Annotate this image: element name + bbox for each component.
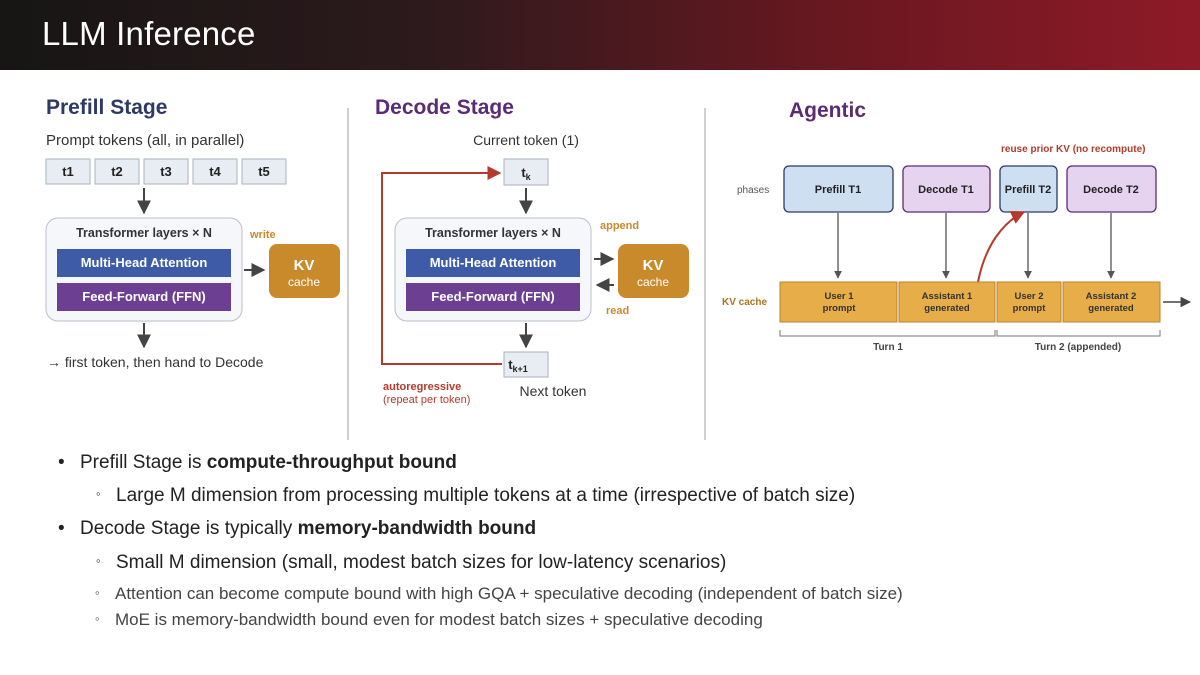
slide-title: LLM Inference (42, 15, 256, 52)
decode-kv-cache (618, 244, 689, 298)
token-label: t2 (111, 164, 123, 179)
autoregressive-label: autoregressive (383, 381, 461, 393)
sub-bullet-dot: ◦ (96, 553, 101, 568)
append-label: append (600, 220, 639, 232)
bullet-dot: • (58, 518, 65, 539)
sub-bullet: ◦ Large M dimension from processing mult… (96, 485, 856, 507)
bullet-text: Prefill Stage is (80, 452, 207, 473)
bullet-decode: • Decode Stage is typically memory-bandw… (58, 518, 537, 540)
decode-heading: Decode Stage (375, 96, 514, 119)
current-token-label: tk (521, 165, 531, 182)
phase-label: Prefill T2 (1005, 184, 1051, 196)
current-token-box (503, 158, 549, 186)
reuse-kv-arrow (977, 211, 1026, 283)
prefill-attention-label: Multi-Head Attention (81, 255, 208, 270)
prefill-attention-layer (57, 249, 231, 277)
token-label: t5 (258, 164, 270, 179)
decode-ffn-layer (406, 283, 580, 311)
bullet-bold: compute-throughput bound (206, 452, 457, 473)
prefill-ffn-label: Feed-Forward (FFN) (82, 289, 206, 304)
token-box (241, 158, 287, 185)
title-bar: LLM Inference (0, 0, 1200, 70)
phase-label: Decode T2 (1083, 184, 1139, 196)
phase-label: Prefill T1 (815, 184, 861, 196)
segment-line1: User 1 (824, 291, 854, 302)
prefill-prompt-label: Prompt tokens (all, in parallel) (46, 132, 244, 149)
bullet-list: • Prefill Stage is compute-throughput bo… (0, 448, 1200, 648)
prefill-kv-title: KV (294, 257, 315, 274)
segment-line2: generated (1088, 303, 1134, 314)
kv-segment-user2 (996, 281, 1062, 323)
prefill-output-label: → first token, then hand to Decode (47, 354, 264, 370)
sub-bullet: ◦ Attention can become compute bound wit… (95, 584, 903, 604)
decode-kv-sub: cache (637, 275, 669, 289)
phase-label: Decode T1 (918, 184, 974, 196)
prefill-heading: Prefill Stage (46, 96, 167, 119)
token-box (192, 158, 238, 185)
autoregressive-loop-arrow (381, 166, 502, 365)
phase-decode-t2 (1066, 165, 1157, 213)
inference-diagram: Prefill Stage Prompt tokens (all, in par… (0, 70, 1200, 450)
token-label: t3 (160, 164, 172, 179)
segment-line2: prompt (823, 303, 857, 314)
decode-transformer-title: Transformer layers × N (425, 226, 561, 240)
prefill-ffn-layer (57, 283, 231, 311)
segment-line1: Assistant 1 (922, 291, 973, 302)
phase-decode-t1 (902, 165, 991, 213)
turn2-label: Turn 2 (appended) (1035, 342, 1121, 353)
turn1-bracket (779, 330, 996, 337)
decode-attention-layer (406, 249, 580, 277)
token-box (45, 158, 91, 185)
prefill-transformer-title: Transformer layers × N (76, 226, 212, 240)
sub-bullet-text: Large M dimension from processing multip… (116, 485, 856, 506)
prefill-kv-sub: cache (288, 275, 320, 289)
decode-ffn-label: Feed-Forward (FFN) (431, 289, 555, 304)
segment-line1: User 2 (1014, 291, 1043, 302)
token-box (143, 158, 189, 185)
agentic-heading: Agentic (789, 99, 866, 122)
next-token-label: tk+1 (508, 357, 528, 374)
sub-bullet-text: MoE is memory-bandwidth bound even for m… (115, 610, 763, 629)
reuse-label: reuse prior KV (no recompute) (1001, 144, 1145, 155)
repeat-label: (repeat per token) (383, 394, 470, 406)
next-token-box (503, 351, 549, 378)
write-label: write (249, 229, 276, 241)
sub-bullet: ◦ Small M dimension (small, modest batch… (96, 552, 727, 574)
bullet-dot: • (58, 452, 65, 473)
segment-line2: generated (924, 303, 970, 314)
token-box (94, 158, 140, 185)
bullet-bold: memory-bandwidth bound (297, 518, 537, 539)
turn2-bracket (996, 330, 1161, 337)
decode-attention-label: Multi-Head Attention (430, 255, 557, 270)
phase-prefill-t1 (783, 165, 894, 213)
phase-prefill-t2 (999, 165, 1058, 213)
diagram-svg: Prefill Stage Prompt tokens (all, in par… (45, 96, 1192, 440)
prefill-kv-cache (269, 244, 340, 298)
decode-kv-title: KV (643, 257, 664, 274)
next-token-caption: Next token (520, 383, 587, 399)
bullet-text: Decode Stage is typically (80, 518, 298, 539)
token-label: t1 (62, 164, 74, 179)
token-label: t4 (209, 164, 221, 179)
kv-cache-label: KV cache (722, 297, 767, 308)
segment-line2: prompt (1013, 303, 1047, 314)
decode-current-label: Current token (1) (473, 132, 579, 148)
sub-bullet-dot: ◦ (95, 585, 100, 600)
read-label: read (606, 305, 629, 317)
kv-segment-assistant2 (1062, 281, 1161, 323)
kv-segment-user1 (779, 281, 898, 323)
sub-bullet-text: Attention can become compute bound with … (115, 584, 903, 603)
sub-bullet-dot: ◦ (95, 611, 100, 626)
phases-label: phases (737, 185, 769, 196)
sub-bullet: ◦ MoE is memory-bandwidth bound even for… (95, 610, 763, 630)
prefill-token-row: t1 t2 t3 t4 t5 (45, 158, 287, 185)
kv-segment-assistant1 (898, 281, 996, 323)
segment-line1: Assistant 2 (1086, 291, 1137, 302)
sub-bullet-text: Small M dimension (small, modest batch s… (116, 552, 727, 573)
bullet-prefill: • Prefill Stage is compute-throughput bo… (58, 452, 457, 474)
turn1-label: Turn 1 (873, 342, 903, 353)
sub-bullet-dot: ◦ (96, 486, 101, 501)
